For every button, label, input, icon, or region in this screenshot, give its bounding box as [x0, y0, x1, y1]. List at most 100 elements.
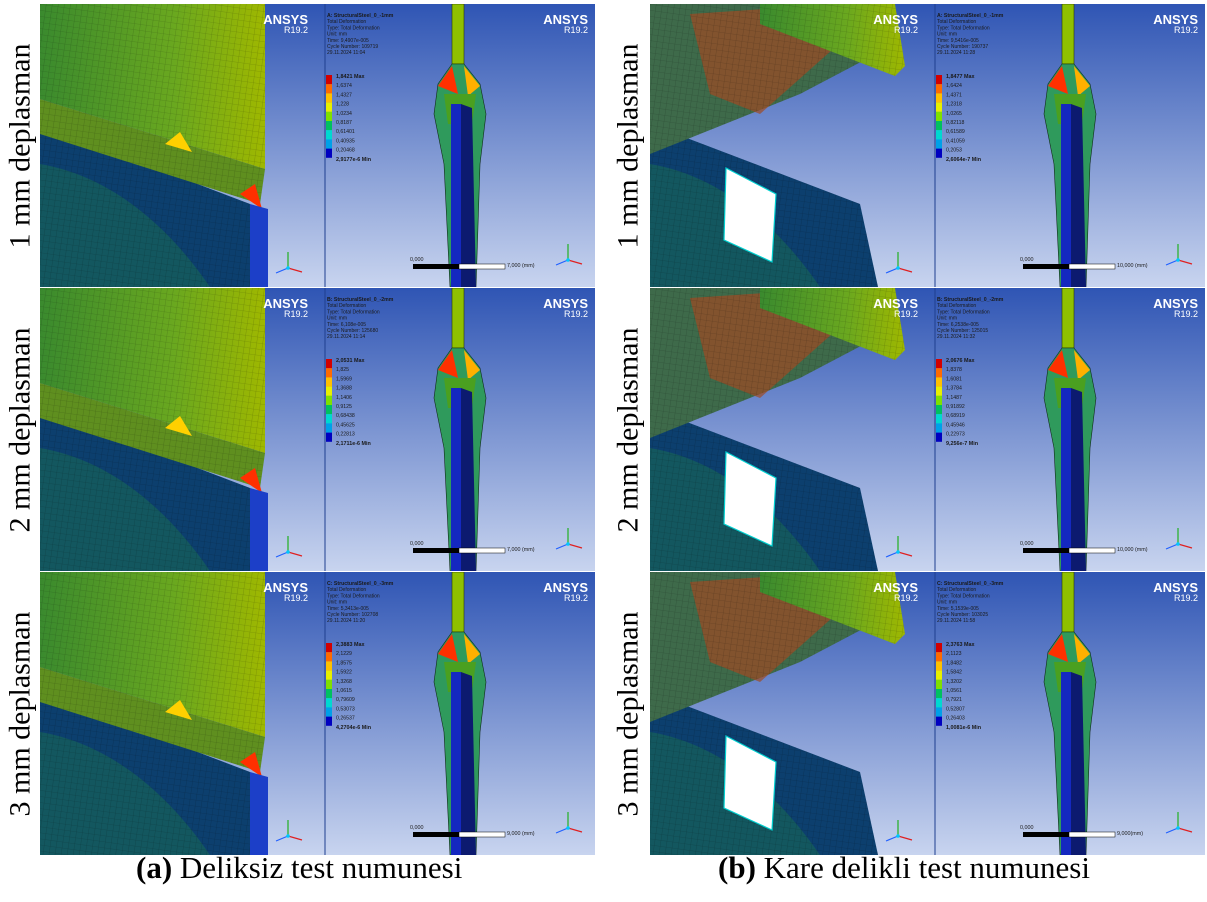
legend-tick: 0,53073	[336, 706, 355, 712]
info-line: A: StructuralSteel_0_-1mm	[327, 13, 394, 19]
legend-swatch	[326, 121, 332, 131]
ansys-logo: ANSYS	[873, 296, 918, 311]
legend-tick: 1,3688	[336, 386, 352, 392]
info-line: 29.11.2024 11:20	[327, 618, 365, 624]
legend-swatch	[936, 707, 942, 717]
legend-tick: 1,8575	[336, 660, 352, 666]
info-line: B: StructuralSteel_0_-2mm	[937, 297, 1004, 303]
legend-min: 4,2704e-6 Min	[336, 725, 371, 731]
info-line: Type: Total Deformation	[327, 309, 380, 315]
ansys-version: R19.2	[894, 25, 918, 35]
legend-max: 1,8421 Max	[336, 74, 364, 80]
legend-swatch	[326, 368, 332, 378]
legend-swatch	[936, 423, 942, 433]
legend-swatch	[936, 111, 942, 121]
ansys-logo: ANSYS	[873, 12, 918, 27]
axis-triad-icon	[275, 820, 303, 842]
scale-end: 7,000 (mm)	[507, 263, 535, 269]
scale-start: 0,000	[410, 541, 424, 547]
legend-swatch	[326, 75, 332, 85]
legend-swatch	[936, 359, 942, 369]
info-line: Time: 5,3413e-005	[327, 606, 369, 612]
legend-tick: 1,1487	[946, 395, 962, 401]
legend-swatch	[326, 139, 332, 149]
legend-max: 2,0676 Max	[946, 358, 974, 364]
legend-swatch	[326, 423, 332, 433]
ansys-version: R19.2	[894, 309, 918, 319]
info-line: Time: 9,4907e-005	[327, 38, 369, 44]
legend-swatch	[326, 359, 332, 369]
ansys-version: R19.2	[564, 593, 588, 603]
legend-swatch	[936, 139, 942, 149]
legend-swatch	[326, 414, 332, 424]
legend-swatch	[326, 111, 332, 121]
axis-triad-icon	[1165, 528, 1193, 550]
info-line: 29.11.2024 11:14	[327, 334, 365, 340]
caption-b: (b) Kare delikli test numunesi	[718, 850, 1090, 885]
caption-a: (a) Deliksiz test numunesi	[136, 850, 463, 885]
legend-tick: 1,228	[336, 102, 349, 108]
legend-tick: 0,8187	[336, 120, 352, 126]
legend-swatch	[326, 386, 332, 396]
axis-triad-icon	[1165, 244, 1193, 266]
info-line: Cycle Number: 125680	[327, 328, 378, 334]
legend-swatch	[936, 414, 942, 424]
legend-swatch	[326, 661, 332, 671]
info-line: 29.11.2024 11:32	[937, 334, 975, 340]
legend-min: 9,256e-7 Min	[946, 441, 978, 447]
legend: 1,8421 Max1,63741,43271,2281,02340,81870…	[326, 74, 371, 163]
scale-bar: 0,000 7,000 (mm)	[410, 541, 535, 554]
info-line: Total Deformation	[327, 19, 366, 25]
scale-end: 7,000 (mm)	[507, 547, 535, 553]
square-hole	[723, 451, 777, 547]
legend-swatch	[936, 661, 942, 671]
scale-end: 9,000(mm)	[1117, 831, 1143, 837]
specimen-model	[40, 288, 268, 571]
ansys-version: R19.2	[564, 309, 588, 319]
legend-max: 2,3763 Max	[946, 642, 974, 648]
legend: 1,8477 Max1,64241,43711,23181,02650,8211…	[936, 74, 981, 163]
info-line: Total Deformation	[937, 587, 976, 593]
legend-tick: 0,40935	[336, 138, 355, 144]
ansys-version: R19.2	[564, 25, 588, 35]
legend-swatch	[326, 405, 332, 415]
legend-tick: 2,1123	[946, 651, 962, 657]
legend-tick: 0,26537	[336, 716, 355, 722]
legend-tick: 0,61401	[336, 129, 355, 135]
info-line: Unit: mm	[937, 316, 957, 322]
scale-end: 10,000 (mm)	[1117, 263, 1148, 269]
legend-tick: 0,22813	[336, 432, 355, 438]
info-line: C: StructuralSteel_0_-3mm	[937, 581, 1004, 587]
legend-swatch	[936, 377, 942, 387]
section-view	[1043, 572, 1097, 855]
info-line: Time: 5,1539e-005	[937, 606, 979, 612]
legend-swatch	[936, 368, 942, 378]
legend-swatch	[326, 698, 332, 708]
legend-swatch	[326, 707, 332, 717]
section-view	[1043, 288, 1097, 571]
ansys-logo: ANSYS	[543, 12, 588, 27]
info-line: Time: 6,2538e-005	[937, 322, 979, 328]
legend-max: 2,3883 Max	[336, 642, 364, 648]
legend-swatch	[936, 670, 942, 680]
section-view	[433, 4, 487, 287]
legend-tick: 1,0265	[946, 111, 962, 117]
ansys-logo: ANSYS	[543, 580, 588, 595]
scale-end: 9,000 (mm)	[507, 831, 535, 837]
legend-swatch	[326, 670, 332, 680]
specimen-model	[650, 4, 905, 287]
square-hole	[723, 167, 777, 263]
legend-tick: 1,1406	[336, 395, 352, 401]
legend-tick: 0,41059	[946, 138, 965, 144]
ansys-version: R19.2	[1174, 25, 1198, 35]
row-label-1b: 1 mm deplasman	[611, 43, 644, 248]
legend-min: 2,9177e-6 Min	[336, 157, 371, 163]
legend-swatch	[326, 395, 332, 405]
axis-triad-icon	[275, 252, 303, 274]
legend-tick: 0,82118	[946, 120, 964, 126]
